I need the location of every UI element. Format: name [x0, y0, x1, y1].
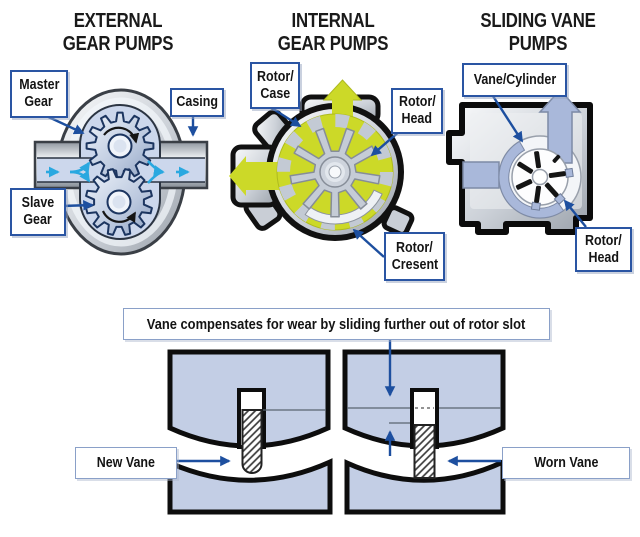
outlet-arrow-icon	[322, 79, 363, 101]
title-line: SLIDING VANE	[480, 10, 596, 32]
vane	[534, 185, 542, 203]
flow-join-bottom	[147, 170, 164, 184]
label-text: Master	[18, 77, 60, 93]
title-line: GEAR PUMPS	[62, 33, 174, 55]
leader-rotor-head-internal	[370, 129, 402, 157]
label-master-gear: Master Gear	[10, 70, 68, 118]
label-text: Case	[260, 85, 290, 102]
rotation-arrow-clockwise	[103, 126, 140, 144]
vane	[544, 182, 559, 198]
leader-rotor-head-sliding	[563, 199, 587, 228]
rotor-shaft	[531, 168, 549, 186]
casing-block-new	[167, 458, 333, 515]
label-text: Slave	[21, 195, 55, 211]
label-slave-gear: Slave Gear	[10, 188, 66, 236]
discharge-arrow-icon	[538, 88, 582, 164]
vane-tip	[564, 167, 574, 178]
internal-gear-pumps-title: INTERNAL GEAR PUMPS	[253, 10, 413, 56]
label-text: Rotor/	[398, 94, 436, 110]
slave-gear-bore	[112, 195, 126, 209]
leader-rotor-cresent	[352, 228, 385, 258]
label-text: Rotor/	[256, 68, 294, 85]
label-casing: Casing	[170, 88, 224, 117]
title-line: PUMPS	[508, 33, 568, 55]
label-text: Gear	[23, 212, 53, 228]
wear-diagram-drawing	[167, 349, 506, 515]
label-text: Casing	[176, 94, 218, 110]
flow-arrows	[46, 160, 190, 184]
label-text: Vane/Cylinder	[473, 71, 556, 88]
label-text: Head	[401, 111, 433, 127]
vanes	[515, 151, 574, 211]
title-line: EXTERNAL	[73, 10, 163, 32]
label-text: New Vane	[96, 454, 156, 471]
internal-gear-pump-drawing	[229, 79, 415, 241]
inlet-arrow-icon	[229, 156, 246, 196]
label-rotor-head-sliding: Rotor/ Head	[575, 227, 632, 272]
callout-text: Vane compensates for wear by sliding fur…	[147, 315, 526, 333]
flow-split-down	[69, 170, 91, 183]
ring-gear-teeth	[277, 114, 393, 230]
vane	[517, 161, 534, 174]
label-rotor-cresent: Rotor/ Cresent	[384, 232, 445, 281]
external-gear-pumps-title: EXTERNAL GEAR PUMPS	[38, 10, 198, 56]
vane-tip	[530, 201, 541, 211]
vane-retracted	[552, 154, 561, 163]
label-text: Gear	[24, 94, 54, 110]
label-rotor-case: Rotor/ Case	[250, 62, 300, 109]
label-text: Rotor/	[585, 232, 622, 249]
master-gear-bore	[113, 139, 127, 153]
title-line: INTERNAL	[291, 10, 375, 32]
vane	[515, 179, 533, 190]
label-text: Cresent	[391, 256, 438, 273]
vane	[548, 171, 566, 179]
label-rotor-head-internal: Rotor/ Head	[391, 88, 443, 134]
label-text: Worn Vane	[533, 454, 599, 471]
label-text: Rotor/	[396, 239, 433, 256]
label-new-vane: New Vane	[75, 447, 177, 479]
leader-vane-cylinder	[489, 92, 524, 143]
label-text: Head	[588, 249, 619, 266]
sliding-vane-pumps-title: SLIDING VANE PUMPS	[458, 10, 618, 56]
worn-vane-shape	[413, 424, 436, 479]
rotor-shaft	[328, 165, 342, 179]
leader-slave-gear	[61, 200, 94, 211]
suction-channel	[462, 161, 500, 189]
sliding-vane-pump-drawing	[446, 88, 593, 235]
label-worn-vane: Worn Vane	[502, 447, 630, 479]
label-vane-cylinder: Vane/Cylinder	[462, 63, 567, 97]
title-line: GEAR PUMPS	[277, 33, 389, 55]
wear-callout: Vane compensates for wear by sliding fur…	[123, 308, 550, 340]
external-gear-pump-drawing	[33, 88, 209, 256]
vane	[534, 151, 542, 169]
rotation-arrow-counterclockwise	[101, 210, 136, 223]
new-vane-shape	[241, 409, 263, 474]
